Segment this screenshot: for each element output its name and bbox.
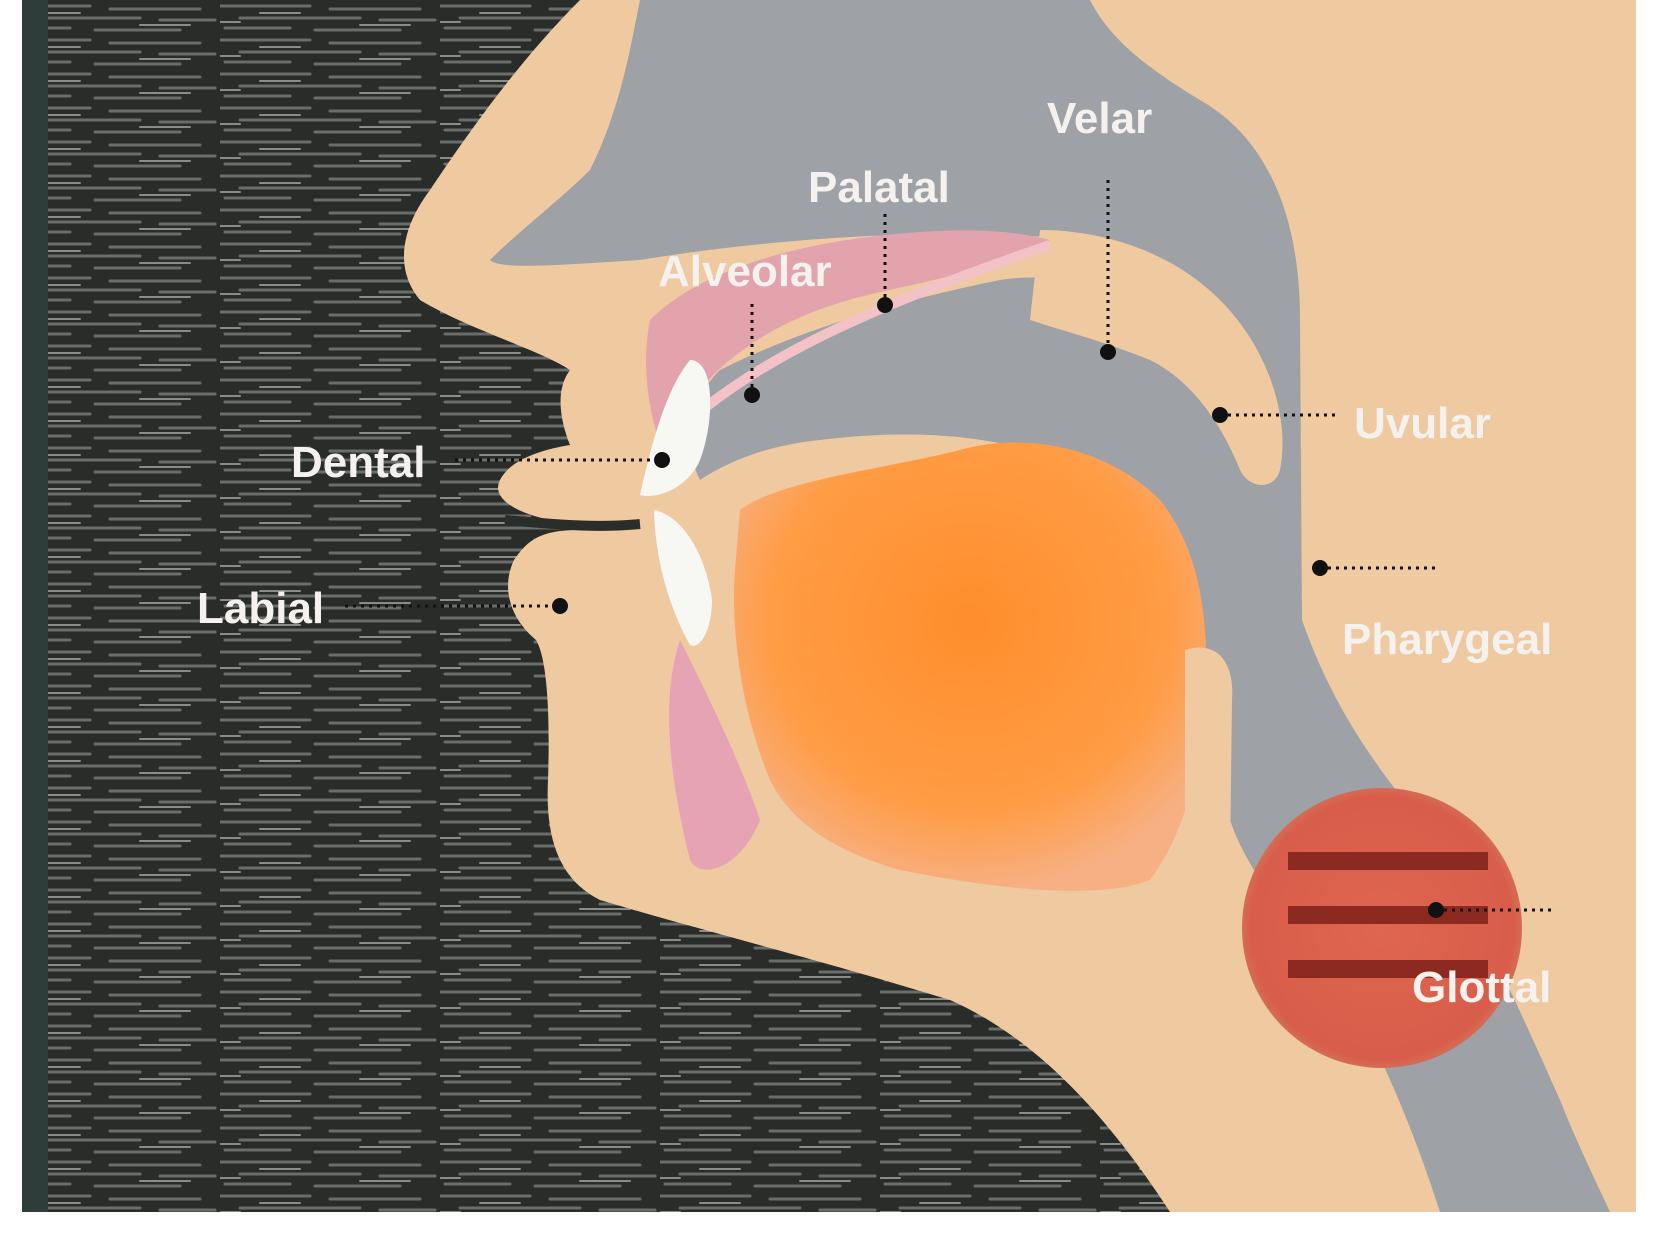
velar-dot [1100, 344, 1116, 360]
vocal-fold-3 [1288, 960, 1488, 978]
epiglottis [1185, 647, 1233, 875]
label-dental: Dental [291, 438, 425, 487]
label-palatal: Palatal [808, 163, 950, 212]
left-edge-bar [22, 0, 48, 1212]
lower-lip-interior [669, 640, 760, 870]
tongue [734, 442, 1207, 891]
label-alveolar: Alveolar [658, 247, 832, 296]
vocal-fold-2 [1288, 906, 1488, 924]
uvular-dot [1212, 407, 1228, 423]
label-pharyngeal: Pharygeal [1342, 615, 1552, 664]
pharyngeal-dot [1312, 560, 1328, 576]
labial-dot [552, 598, 568, 614]
vocal-fold-1 [1288, 852, 1488, 870]
alveolar-dot [744, 387, 760, 403]
label-glottal: Glottal [1412, 963, 1551, 1012]
palatal-dot [877, 297, 893, 313]
label-velar: Velar [1047, 94, 1152, 143]
palate-ridge [686, 240, 1052, 424]
label-labial: Labial [197, 584, 324, 633]
glottis-circle [1242, 788, 1522, 1068]
lower-tooth [654, 510, 712, 646]
hard-palate [646, 230, 1050, 470]
dental-dot [654, 452, 670, 468]
articulation-points [552, 297, 1444, 918]
lip-line [504, 515, 641, 531]
glottal-dot [1428, 902, 1444, 918]
leader-lines [345, 180, 1556, 912]
label-uvular: Uvular [1354, 399, 1491, 448]
